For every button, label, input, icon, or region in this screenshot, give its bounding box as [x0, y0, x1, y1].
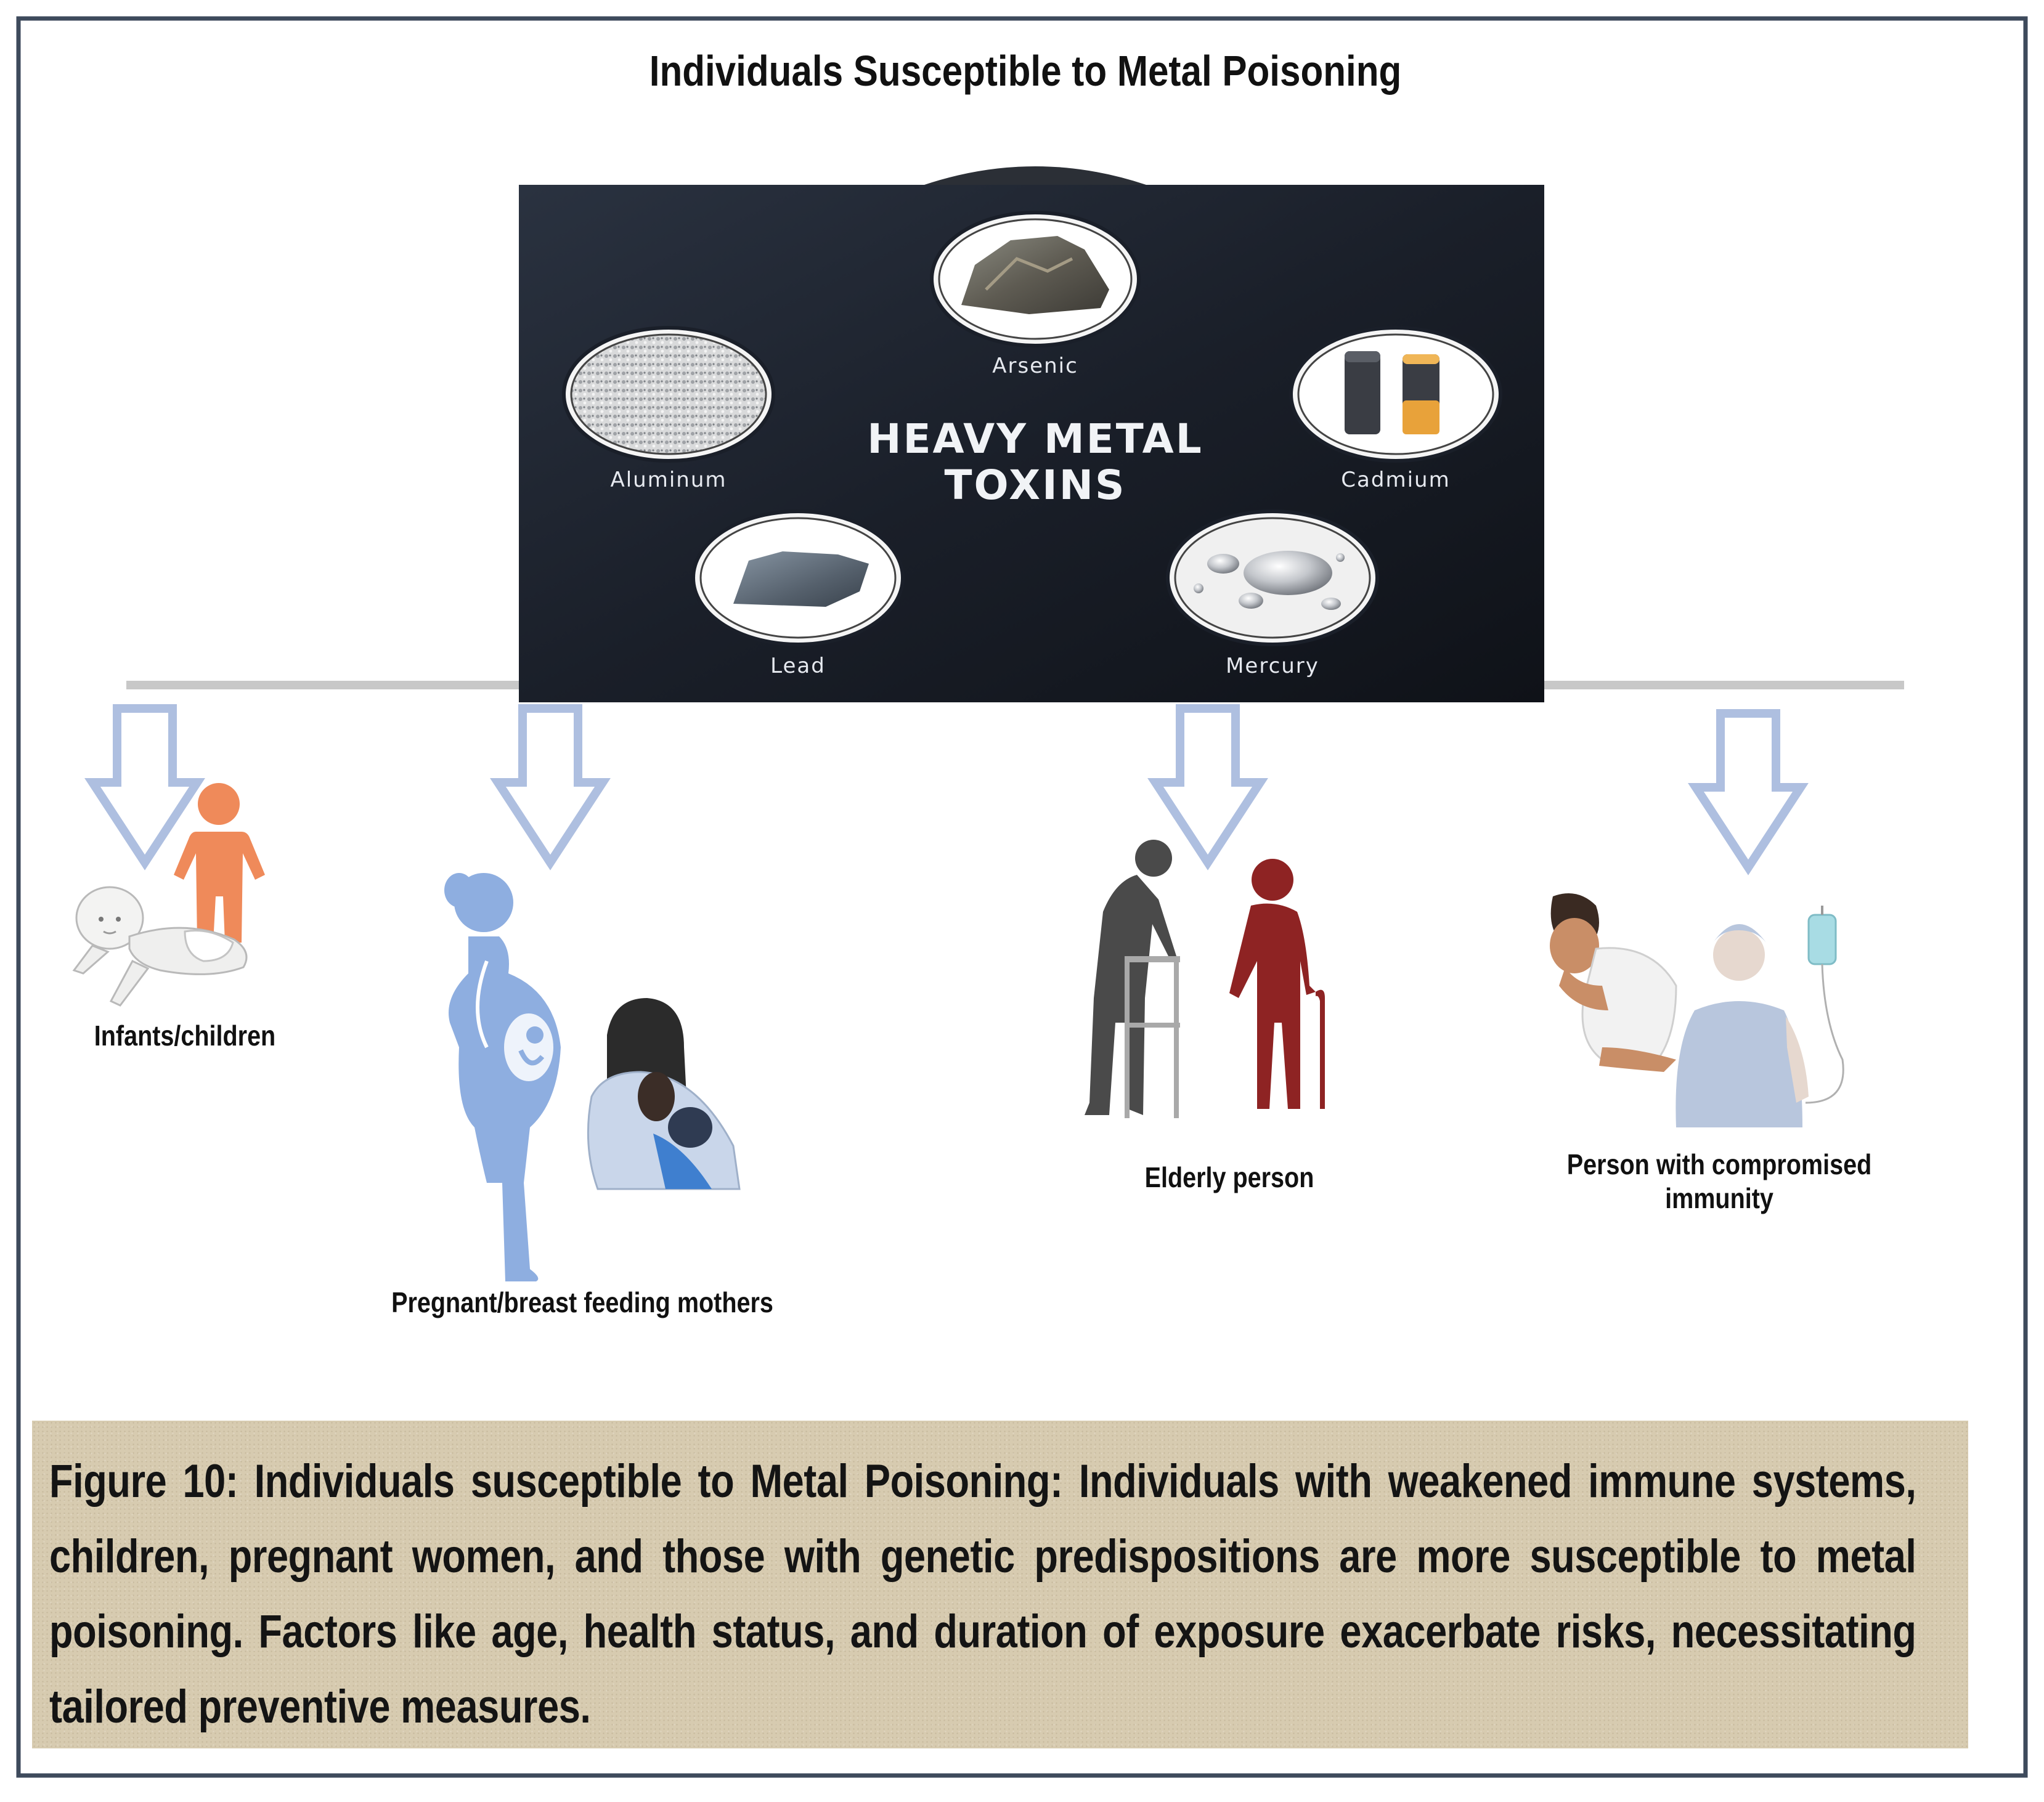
baby-figure-icon — [72, 886, 248, 1007]
immunity-label-line1: Person with compromised — [1567, 1149, 1871, 1180]
infant-child-illustration — [72, 783, 265, 1007]
cadmium-label: Cadmium — [1341, 468, 1450, 492]
aluminum-icon — [562, 326, 775, 463]
pregnant-mother-illustration — [444, 873, 741, 1281]
mercury-label: Mercury — [1226, 654, 1319, 678]
child-figure-icon — [174, 783, 265, 943]
infants-label: Infants/children — [94, 1020, 275, 1052]
compromised-immunity-illustration — [1550, 893, 1844, 1127]
arsenic-label: Arsenic — [992, 354, 1078, 378]
arsenic-icon — [930, 211, 1141, 347]
figure-caption: Figure 10: Individuals susceptible to Me… — [49, 1455, 1916, 1733]
heavy-metal-banner: Arsenic Aluminum Cadmium Lead — [519, 166, 1544, 702]
mothers-label: Pregnant/breast feeding mothers — [391, 1287, 773, 1318]
fetus-icon — [504, 1013, 553, 1081]
coughing-person-icon — [1550, 893, 1677, 1072]
elderly-illustration — [1085, 840, 1325, 1118]
banner-heading-line2: TOXINS — [945, 461, 1126, 509]
aluminum-label: Aluminum — [610, 468, 727, 492]
elderly-label: Elderly person — [1145, 1162, 1314, 1193]
lead-label: Lead — [770, 654, 826, 678]
breastfeeding-mother-icon — [587, 998, 741, 1190]
elderly-woman-cane-icon — [1229, 859, 1325, 1109]
mercury-icon — [1166, 509, 1379, 646]
hospital-patient-icon — [1676, 906, 1844, 1127]
banner-heading-line1: HEAVY METAL — [867, 415, 1203, 463]
figure-caption-box: Figure 10: Individuals susceptible to Me… — [32, 1421, 1968, 1748]
lead-icon — [691, 509, 905, 646]
elderly-man-walker-icon — [1085, 840, 1180, 1118]
figure-title: Individuals Susceptible to Metal Poisoni… — [649, 47, 1402, 95]
immunity-label-line2: immunity — [1665, 1183, 1773, 1214]
cadmium-icon — [1289, 326, 1502, 463]
